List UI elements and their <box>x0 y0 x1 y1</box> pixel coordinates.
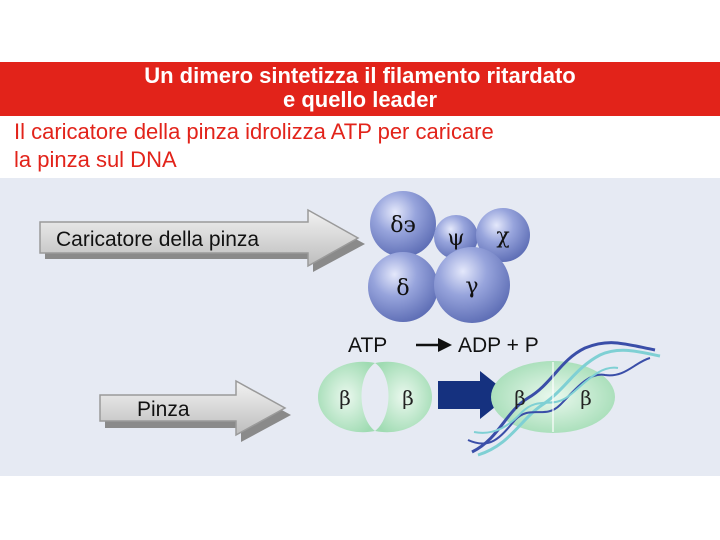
title-line-2: e quello leader <box>282 87 438 112</box>
open-clamp-beta-left: β <box>339 386 351 410</box>
subtitle-line-2: la pinza sul DNA <box>14 147 177 172</box>
clamp-arrow: Pinza <box>99 379 291 442</box>
loaded-clamp-beta-left: β <box>514 386 526 410</box>
subunit-chi: χ <box>476 208 530 262</box>
clamp-loader-arrow: Caricatore della pinza <box>39 208 365 272</box>
subunit-chi-label: χ <box>496 224 509 249</box>
clamp-loader-complex: δэ ψ χ δ γ <box>368 191 530 323</box>
reaction-arrow-icon <box>416 338 452 352</box>
title-line-1: Un dimero sintetizza il filamento ritard… <box>144 63 576 88</box>
reaction-products: ADP + P <box>458 334 539 357</box>
clamp-label: Pinza <box>137 398 190 421</box>
reaction: ATP ADP + P <box>348 334 539 357</box>
subunit-delta-prime: δэ <box>370 191 436 257</box>
subunit-psi-label: ψ <box>447 226 464 251</box>
loaded-clamp-beta-right: β <box>580 386 592 410</box>
subunit-gamma: γ <box>434 247 510 323</box>
subtitle: Il caricatore della pinza idrolizza ATP … <box>14 118 714 174</box>
reaction-reactant: ATP <box>348 334 387 357</box>
open-clamp-beta-right: β <box>402 386 414 410</box>
clamp-on-dna: β β <box>467 341 661 457</box>
subunit-gamma-label: γ <box>465 274 478 299</box>
diagram-panel: Caricatore della pinza Pinza δэ ψ χ <box>0 178 720 476</box>
subtitle-line-1: Il caricatore della pinza idrolizza ATP … <box>14 119 494 144</box>
clamp-loader-label: Caricatore della pinza <box>56 228 259 251</box>
subunit-delta-prime-label: δэ <box>390 213 416 238</box>
diagram-svg: Caricatore della pinza Pinza δэ ψ χ <box>39 191 661 457</box>
loading-arrow-icon <box>438 371 510 419</box>
open-clamp: β β <box>318 361 432 433</box>
subunit-delta: δ <box>368 252 438 322</box>
title-banner: Un dimero sintetizza il filamento ritard… <box>0 62 720 116</box>
subunit-delta-label: δ <box>396 276 409 301</box>
